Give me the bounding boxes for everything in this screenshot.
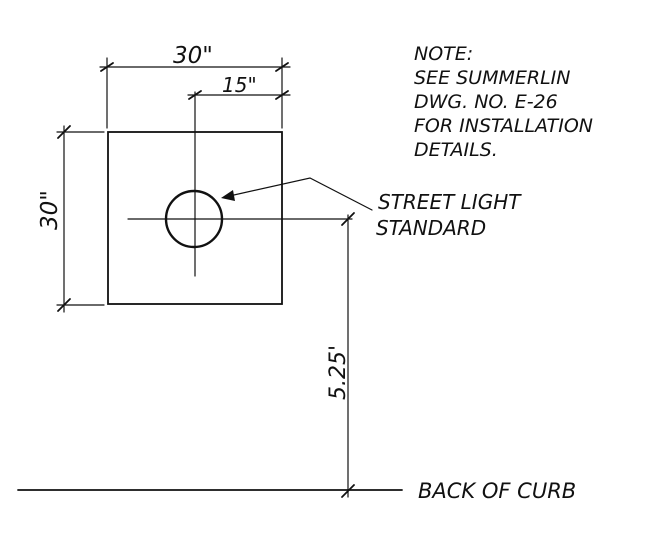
callout-leader-line: [224, 177, 373, 211]
curb-offset-tick-bottom: [341, 484, 355, 498]
note-line-2: SEE SUMMERLIN: [414, 67, 570, 89]
half-width-tick-left: [188, 90, 202, 100]
curb-offset-label: 5.25': [326, 345, 351, 400]
half-width-label: 15": [222, 73, 257, 97]
side-height-label: 30": [37, 190, 63, 230]
top-width-label: 30": [173, 43, 213, 69]
note-line-5: DETAILS.: [414, 139, 498, 161]
callout-line-2: STANDARD: [376, 216, 486, 240]
half-width-dimension: 15": [187, 73, 291, 100]
top-width-dimension: 30": [99, 43, 291, 129]
top-width-tick-left: [100, 62, 114, 72]
top-width-tick-right: [275, 62, 289, 72]
note-line-3: DWG. NO. E-26: [414, 91, 558, 113]
street-light-pole-circle: [164, 189, 224, 249]
installation-note: NOTE: SEE SUMMERLIN DWG. NO. E-26 FOR IN…: [414, 43, 593, 161]
side-height-dimension: 30": [37, 125, 105, 313]
curb-offset-dimension: 5.25': [326, 212, 355, 498]
callout-leader-arrowhead: [221, 190, 235, 201]
note-line-1: NOTE:: [414, 43, 473, 65]
side-height-tick-bottom: [57, 298, 71, 312]
curb-offset-tick-top: [341, 212, 355, 226]
half-width-tick-right: [275, 90, 289, 100]
back-of-curb-label: BACK OF CURB: [418, 479, 576, 503]
side-height-tick-top: [57, 125, 71, 139]
callout-line-1: STREET LIGHT: [378, 190, 522, 214]
note-line-4: FOR INSTALLATION: [414, 115, 593, 137]
